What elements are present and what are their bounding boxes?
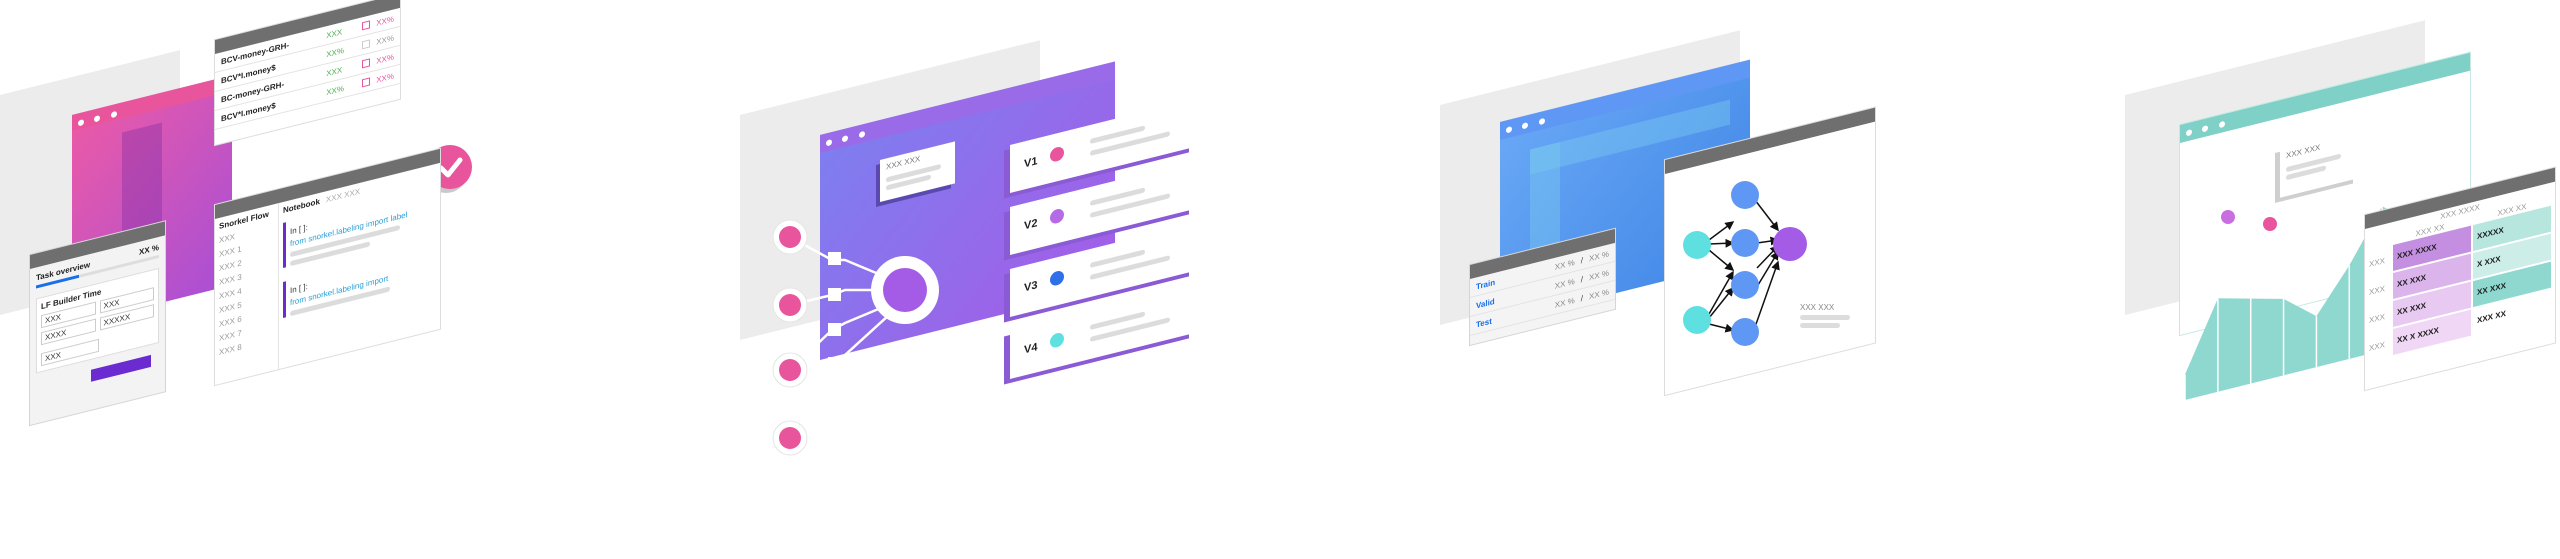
hub-diagram [788,235,939,438]
split-value: XX % [1588,286,1609,301]
window-dot-icon [110,110,117,119]
row-value: XX% [376,13,394,28]
info-card: XXX XXX [880,141,955,203]
input-node-icon [779,427,801,449]
cell-code: from snorkel.labeling import [290,273,389,308]
window-dot-icon [78,119,84,127]
input-neuron-icon [1683,231,1711,259]
submit-button[interactable] [91,354,151,382]
data-point-marker [2221,210,2235,224]
output-neuron-icon [1773,227,1807,261]
version-label: V1 [1024,155,1038,171]
flag-checkbox-icon[interactable] [362,77,371,88]
flag-checkbox-icon[interactable] [362,39,371,50]
hidden-neuron-icon [1731,181,1759,209]
row-label: XXX [2369,339,2386,353]
row-value: XXX [326,26,343,40]
input-nodes [772,219,808,456]
window-dot-icon [2202,124,2209,133]
version-label: V2 [1024,217,1038,233]
notebook-subtitle: XXX XXX [325,186,361,205]
window-dot-icon [1538,117,1545,126]
row-value: XX% [376,70,394,85]
version-label: V3 [1024,279,1038,295]
window-dot-icon [94,114,101,123]
split-value: XX % [1554,257,1575,272]
slash-separator: / [1580,274,1583,284]
window-dot-icon [1522,121,1529,130]
hidden-neuron-icon [1731,271,1759,299]
flag-checkbox-icon[interactable] [362,20,371,31]
row-value: XX% [326,45,344,59]
slash-separator: / [1580,293,1583,303]
slash-separator: / [1580,255,1583,265]
version-dot-icon [1050,269,1064,288]
row-label: XXX [2369,283,2386,297]
row-value: XX% [376,51,394,66]
window-dot-icon [842,134,849,143]
window-dot-icon [2186,129,2192,137]
area-series [2185,206,2415,400]
notebook-title: Notebook [283,196,320,216]
input-node-icon [779,294,801,316]
window-dot-icon [826,139,832,147]
input-node-icon [779,226,801,248]
split-value: XX % [1554,295,1575,310]
version-dot-icon [1050,145,1064,164]
version-dot-icon [1050,331,1064,350]
row-label: XXX [2369,311,2386,325]
split-value: XX % [1588,267,1609,282]
version-label: V4 [1024,341,1038,357]
split-value: XX % [1588,248,1609,263]
input-node-icon [779,359,801,381]
row-label: XXX [2369,255,2386,269]
neural-network-diagram [1683,181,1807,346]
row-value: XXX [326,64,343,78]
flag-checkbox-icon[interactable] [362,58,371,69]
window-dot-icon [2218,120,2225,129]
hidden-neuron-icon [1731,229,1759,257]
graph-caption: XXX XXX [1800,303,1835,312]
row-value: XX% [326,83,344,97]
window-dot-icon [858,130,865,139]
data-point-marker [2263,217,2277,231]
hidden-neuron-icon [1731,318,1759,346]
row-value: XX% [376,32,394,47]
split-value: XX % [1554,276,1575,291]
version-dot-icon [1050,207,1064,226]
window-dot-icon [1506,126,1512,134]
task-overview-panel: Task overview XX % LF Builder Time XXX X… [30,221,165,425]
input-neuron-icon [1683,306,1711,334]
cell-code: from snorkel.labeling import label [290,210,408,249]
